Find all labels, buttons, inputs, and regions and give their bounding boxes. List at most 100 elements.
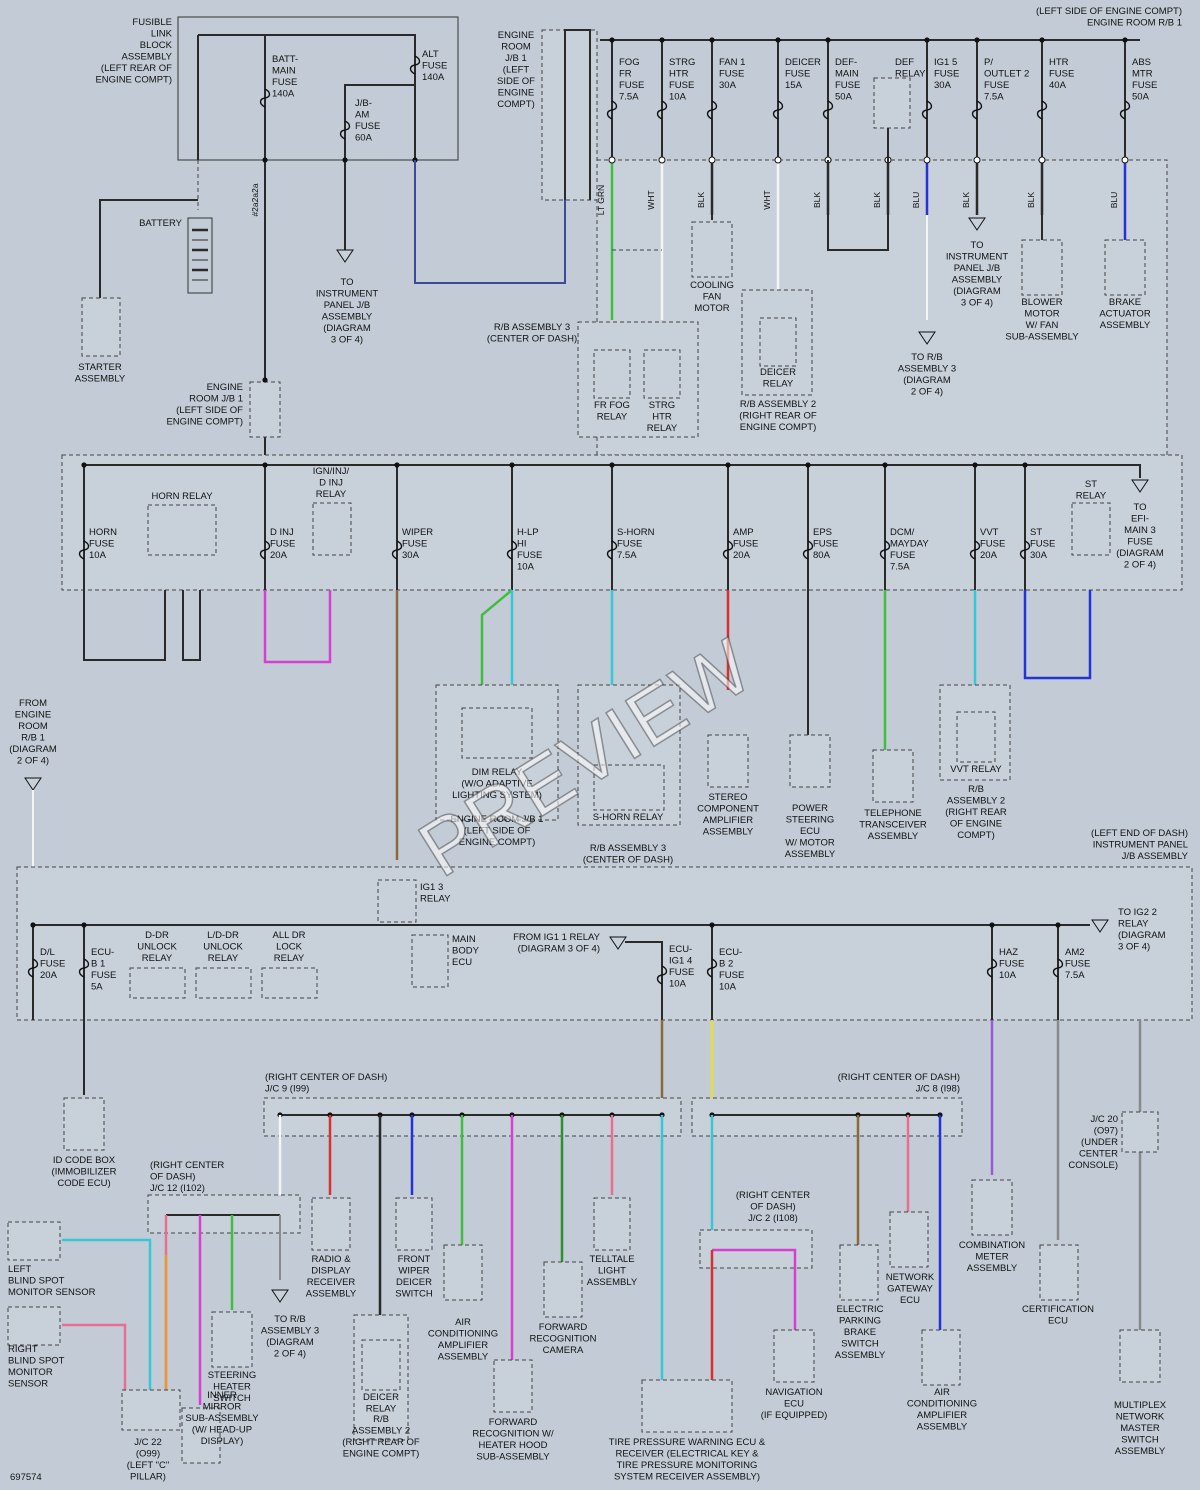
junction-dot-6 xyxy=(709,37,715,43)
shorn-relay-box xyxy=(593,764,665,811)
door-relay-box-3 xyxy=(261,967,318,999)
junction-dot-9 xyxy=(924,37,930,43)
ig13-relay-box xyxy=(377,879,417,923)
st-relay-box xyxy=(1071,502,1111,556)
radio-box xyxy=(311,1197,351,1251)
horn-loop xyxy=(83,590,166,661)
top-fuse-symbol-2 xyxy=(656,100,668,120)
ip-fuse-symbol-3 xyxy=(706,958,718,978)
gateway-box xyxy=(889,1211,929,1268)
jc22-label: J/C 22(O99)(LEFT "C"PILLAR) xyxy=(127,1437,169,1483)
junction-dot-14 xyxy=(81,462,87,468)
engine-room-rb1-header: (LEFT SIDE OF ENGINE COMPT)ENGINE ROOM R… xyxy=(1036,6,1182,29)
junction-dot-7 xyxy=(775,37,781,43)
ip-jb-box xyxy=(16,866,1193,1021)
fusible-bus xyxy=(198,34,416,160)
top-fuse-symbol-6 xyxy=(921,100,933,120)
jc20-box xyxy=(1121,1111,1159,1153)
ign-relay-box xyxy=(312,502,352,556)
right-bsm-box xyxy=(7,1306,61,1346)
batt-main-fuse-symbol xyxy=(259,88,271,108)
eps-ecu-box xyxy=(789,734,831,788)
horn-relay-box xyxy=(147,504,217,556)
junction-dot-17 xyxy=(509,462,515,468)
jb-am-wire xyxy=(344,84,415,250)
wire-color-label-10: BLK xyxy=(1026,192,1036,208)
telltale-box xyxy=(593,1197,631,1251)
rb3-mid-label: R/B ASSEMBLY 3(CENTER OF DASH) xyxy=(583,843,673,866)
battery-label: BATTERY xyxy=(139,218,183,229)
junction-dot-8 xyxy=(825,37,831,43)
def-relay-loop xyxy=(827,128,889,251)
door-relay-box xyxy=(129,967,186,999)
top-fuse-symbol xyxy=(606,100,618,120)
top-fuse-symbol-4 xyxy=(772,100,784,120)
vvt-relay-label: VVT RELAY xyxy=(950,764,1002,775)
wire-color-label-9: BLK xyxy=(961,192,971,208)
tpms-box xyxy=(641,1379,733,1433)
wire-color-label-6: BLK xyxy=(812,192,822,208)
jb-am-fuse-symbol xyxy=(339,120,351,140)
wire-color-label: #2a2a2a xyxy=(250,183,260,216)
from-rb1-connector xyxy=(24,777,42,791)
junction-dot-10 xyxy=(974,37,980,43)
battery-starter-wire xyxy=(99,199,198,300)
top-fuse-symbol-7 xyxy=(971,100,983,120)
junction-dot-12 xyxy=(1122,37,1128,43)
mid-fuse-symbol-6 xyxy=(722,540,734,560)
ac-amp2-box xyxy=(921,1329,961,1386)
fr-fog-relay-box xyxy=(593,349,631,399)
jc9-box xyxy=(263,1097,682,1137)
shorn-relay-label: S-HORN RELAY xyxy=(593,812,664,823)
jc8-label: (RIGHT CENTER OF DASH)J/C 8 (I98) xyxy=(838,1072,960,1095)
to-ip-l-connector xyxy=(336,249,354,263)
junction-dot-28 xyxy=(1055,922,1061,928)
top-fuse-pin-3 xyxy=(708,156,716,164)
wire-color-label-11: BLU xyxy=(1109,192,1119,209)
ip-fuse-symbol-4 xyxy=(986,958,998,978)
junction-dot-22 xyxy=(972,462,978,468)
main-body-box xyxy=(411,934,449,988)
blower-box xyxy=(1021,239,1063,296)
jc22-box xyxy=(121,1389,181,1431)
right-bsm-wire xyxy=(62,1323,127,1390)
mid-fuse-symbol-2 xyxy=(259,540,271,560)
junction-dot-24 xyxy=(30,922,36,928)
top-fuse-symbol-5 xyxy=(822,100,834,120)
